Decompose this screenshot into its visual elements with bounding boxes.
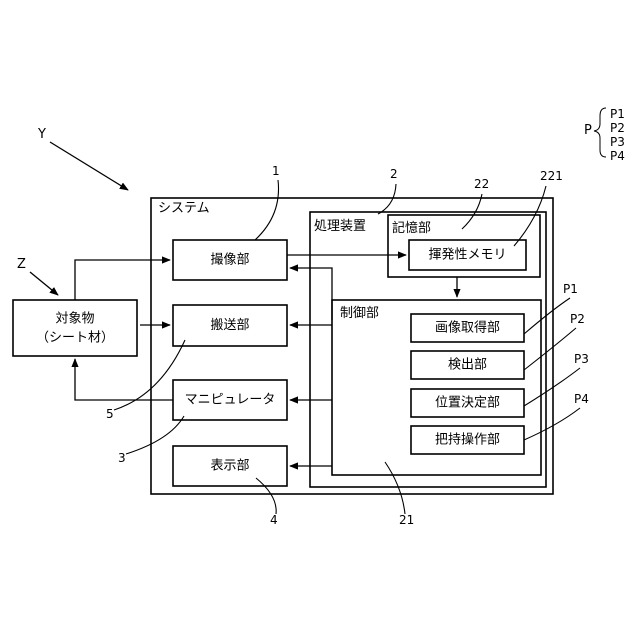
ref-p4: P4 (574, 392, 589, 406)
display-label: 表示部 (210, 459, 249, 474)
ref-display: 4 (270, 513, 278, 527)
object-box (13, 300, 137, 356)
ref-processing-device: 2 (390, 167, 398, 181)
legend-item-p4: P4 (610, 149, 625, 163)
storage-label: 記憶部 (392, 220, 431, 236)
gripping-operation-label: 把持操作部 (435, 432, 500, 448)
ref-manipulator: 3 (118, 451, 126, 465)
legend-item-p1: P1 (610, 107, 625, 121)
control-label: 制御部 (340, 306, 379, 321)
conveying-label: 搬送部 (210, 318, 249, 333)
program-legend: P P1 P2 P3 P4 (584, 107, 625, 163)
imaging-label: 撮像部 (210, 252, 249, 268)
arrow-control-to-imaging (290, 268, 332, 320)
arrow-y (50, 142, 128, 190)
detection-label: 検出部 (448, 358, 487, 373)
legend-brace (594, 108, 606, 157)
system-label: システム (158, 201, 210, 216)
arrow-manipulator-to-object (75, 359, 173, 400)
ref-control: 21 (399, 513, 414, 527)
ref-storage: 22 (474, 177, 489, 191)
arrow-object-to-imaging (75, 260, 170, 300)
ref-p1: P1 (563, 282, 578, 296)
ref-p3: P3 (574, 352, 589, 366)
leader-imaging (255, 180, 279, 240)
ref-imaging: 1 (272, 164, 280, 178)
ref-volatile-memory: 221 (540, 169, 563, 183)
arrow-z (30, 272, 58, 295)
legend-item-p3: P3 (610, 135, 625, 149)
volatile-memory-label: 揮発性メモリ (428, 248, 506, 263)
manipulator-label: マニピュレータ (185, 393, 276, 408)
ref-p2: P2 (570, 312, 585, 326)
image-acquisition-label: 画像取得部 (435, 320, 500, 336)
position-determination-label: 位置決定部 (435, 396, 500, 411)
object-label-line2: （シート材） (36, 331, 114, 346)
leader-processing-device (378, 184, 396, 214)
ref-y: Y (37, 127, 46, 142)
legend-item-p2: P2 (610, 121, 625, 135)
ref-conveying: 5 (106, 407, 114, 421)
ref-z: Z (17, 257, 26, 272)
object-label-line1: 対象物 (55, 312, 94, 327)
processing-device-label: 処理装置 (314, 219, 366, 234)
program-group-label: P (584, 123, 592, 138)
